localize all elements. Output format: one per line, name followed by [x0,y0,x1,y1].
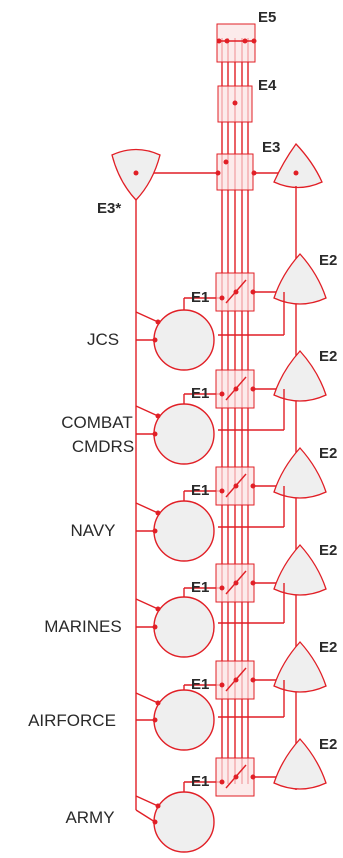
unit-label-combat: COMBAT [61,413,132,432]
unit-row-jcs [135,253,327,371]
e3-label: E3 [262,139,280,156]
e3-node [136,153,296,191]
e2-label-combat-cmdrs: E2 [319,348,337,365]
unit-row-marines [135,544,327,658]
e2-label-marines: E2 [319,542,337,559]
unit-label-marines: MARINES [44,617,121,636]
unit-row-airforce [135,641,327,751]
unit-label-jcs: JCS [87,330,119,349]
unit-label-army: ARMY [65,808,114,827]
e2-label-army: E2 [319,736,337,753]
unit-row-navy [135,447,327,562]
e4-node [217,85,253,123]
unit-label-cmdrs: CMDRS [72,437,134,456]
e3-right-node [273,142,323,189]
e1-label-army: E1 [191,773,209,790]
e3-star-label: E3* [97,200,121,217]
e1-label-jcs: E1 [191,289,209,306]
unit-label-airforce: AIRFORCE [28,711,116,730]
unit-row-army [135,738,327,853]
e2-label-jcs: E2 [319,252,337,269]
e3-star-node [111,148,161,201]
e4-label: E4 [258,77,277,94]
e1-label-airforce: E1 [191,676,209,693]
e2-label-navy: E2 [319,445,337,462]
unit-row-combat-cmdrs [135,350,327,465]
e2-label-airforce: E2 [319,639,337,656]
e1-label-marines: E1 [191,579,209,596]
e5-label: E5 [258,9,276,26]
unit-label-navy: NAVY [70,521,115,540]
e1-label-combat-cmdrs: E1 [191,385,209,402]
e1-label-navy: E1 [191,482,209,499]
e5-node [216,23,257,63]
